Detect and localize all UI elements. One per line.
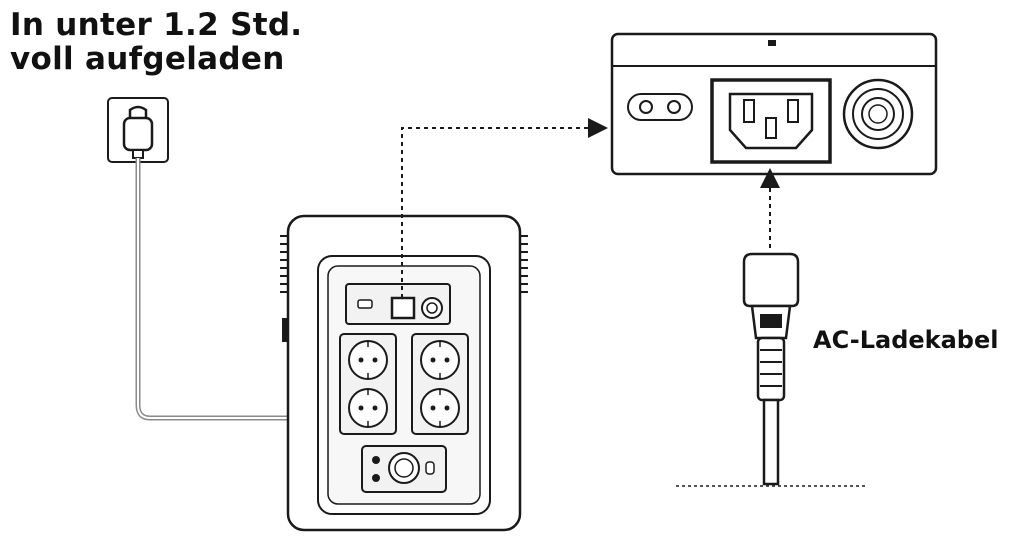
wall-socket-plug-icon [107,97,169,163]
iec-c13-plug-icon [742,252,800,486]
headline-line-1: In unter 1.2 Std. [10,7,303,43]
cable-label: AC-Ladekabel [813,326,999,354]
connection-arrow-to-panel [401,118,608,298]
ac-input-panel-icon [610,32,938,176]
headline-line-2: voll aufgeladen [10,41,285,77]
power-station-icon [280,214,528,532]
headline: In unter 1.2 Std. voll aufgeladen [10,8,302,76]
